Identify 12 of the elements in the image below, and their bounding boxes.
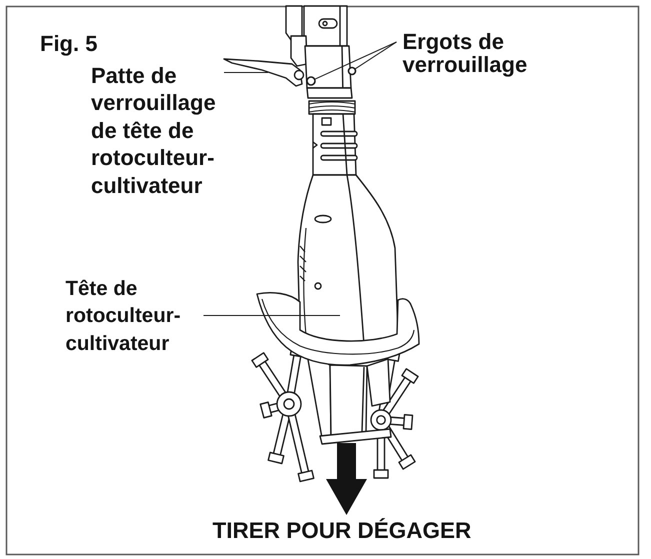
instruction-text: TIRER POUR DÉGAGER (212, 518, 472, 544)
locking-lug (348, 66, 356, 76)
leader-line (354, 42, 397, 70)
leader-line (203, 315, 340, 316)
part-label: Patte de verrouillage de tête de rotoculteur-cultivateur (91, 62, 221, 200)
leader-line (224, 72, 268, 73)
part-label: Tête de rotoculteur-cultivateur (66, 274, 188, 358)
locking-lug (306, 76, 316, 86)
figure-title: Fig. 5 (40, 31, 98, 58)
tiller-head-housing (256, 174, 420, 366)
leader-line (314, 42, 397, 80)
part-label: Ergots de verrouillage (402, 30, 532, 77)
